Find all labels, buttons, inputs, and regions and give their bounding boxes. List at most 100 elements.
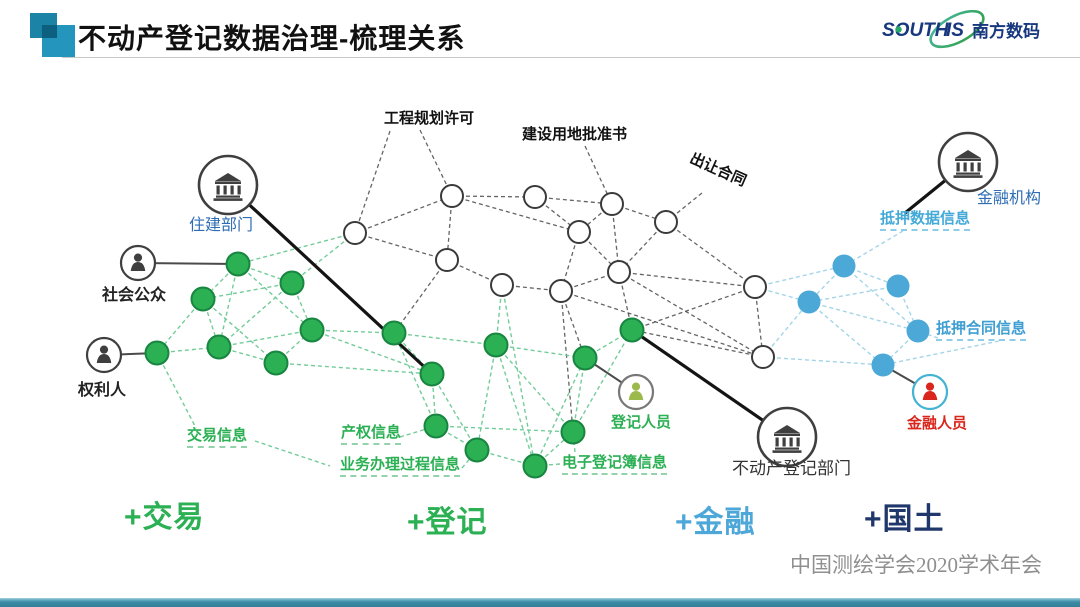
label-construction-dept: 住建部门 [189, 217, 254, 234]
finance-node [906, 319, 930, 343]
logo-dot-icon [895, 26, 902, 33]
network-edge [631, 329, 764, 358]
registration-node [572, 345, 598, 371]
label-eregister-info: 电子登记簿信息 [562, 454, 668, 476]
network-edge [393, 259, 448, 334]
registration-node [206, 334, 232, 360]
network-edge [354, 232, 448, 261]
network-edge [501, 284, 536, 467]
registration-node [190, 286, 216, 312]
network-edge [431, 373, 478, 451]
finance-node [797, 290, 821, 314]
network-edge [393, 332, 437, 427]
finance-node [832, 254, 856, 278]
label-mortgage-data: 抵押数据信息 [880, 210, 971, 232]
network-edge [393, 332, 497, 346]
right-holder-person-icon [85, 336, 123, 374]
document-node [343, 221, 367, 245]
network-edge [618, 271, 764, 358]
registration-node [263, 350, 289, 376]
logo-text-cn: 南方数码 [972, 21, 1040, 41]
label-land-approval: 建设用地批准书 [522, 126, 628, 143]
registration-node [225, 251, 251, 277]
document-node [654, 210, 678, 234]
network-edge [882, 340, 1000, 366]
network-edge [808, 301, 884, 366]
network-edge [435, 425, 574, 433]
network-edge [419, 129, 453, 197]
network-edge [354, 130, 391, 234]
network-edge [218, 263, 239, 348]
label-financial-institution: 金融机构 [977, 190, 1042, 207]
registration-node [464, 437, 490, 463]
network-edge [572, 357, 586, 433]
logo-text-south: SOUTH [882, 20, 950, 41]
network-edge [354, 195, 453, 234]
network-edge [808, 301, 919, 332]
label-public: 社会公众 [102, 287, 167, 304]
financial-staff-person-icon [911, 373, 949, 411]
network-edge [572, 329, 633, 433]
document-node [607, 260, 631, 284]
network-edge [202, 282, 293, 300]
finance-node [886, 274, 910, 298]
network-edge [202, 298, 277, 364]
document-node [751, 345, 775, 369]
document-node [600, 192, 624, 216]
title-decoration-square-overlap [42, 25, 57, 38]
document-node [440, 184, 464, 208]
label-planning-permit: 工程规划许可 [384, 110, 475, 127]
network-edge [495, 344, 536, 467]
label-right-holder: 权利人 [78, 382, 127, 399]
bottom-accent-bar [0, 598, 1080, 607]
logo-text-is: IS [946, 20, 964, 41]
conference-title: 中国测绘学会2020学术年会 [790, 553, 1042, 577]
registration-node [619, 317, 645, 343]
registration-node [381, 320, 407, 346]
company-logo-graphic: SOUTH IS 南方数码 [882, 9, 1040, 49]
legend-plus-trade: +交易 [124, 501, 205, 534]
document-node [490, 273, 514, 297]
network-edge [584, 145, 613, 205]
network-edge [461, 449, 478, 469]
registration-node [483, 332, 509, 358]
construction-dept-bank-icon [197, 154, 259, 216]
network-edge [476, 344, 497, 451]
network-edge [534, 196, 613, 205]
label-transaction-info: 交易信息 [187, 427, 248, 449]
public-person-icon [119, 244, 157, 282]
finance-node [871, 353, 895, 377]
registrar-person-icon [617, 373, 655, 411]
label-realestate-dept: 不动产登记部门 [732, 459, 851, 478]
header-divider [62, 57, 1080, 58]
network-edge [156, 352, 197, 429]
connector-line [631, 328, 788, 439]
document-node [567, 220, 591, 244]
registration-node [522, 453, 548, 479]
document-node [435, 248, 459, 272]
network-edge [808, 285, 899, 303]
registration-node [144, 340, 170, 366]
network-edge [311, 329, 433, 375]
network-edge [560, 290, 574, 433]
network-edge [237, 232, 356, 265]
registration-node [299, 317, 325, 343]
network-edge [534, 357, 586, 467]
registration-node [279, 270, 305, 296]
network-edge [218, 282, 293, 348]
network-edge [218, 329, 313, 348]
document-node [743, 275, 767, 299]
network-edge [451, 195, 580, 233]
network-edge [275, 362, 433, 375]
network-edge [631, 286, 756, 331]
network-edge [762, 301, 810, 358]
page-title: 不动产登记数据治理-梳理关系 [78, 23, 466, 54]
network-edge [560, 290, 764, 358]
legend-plus-register: +登记 [407, 506, 488, 539]
network-edge [254, 440, 331, 467]
network-edge [754, 265, 845, 288]
label-mortgage-contract: 抵押合同信息 [936, 320, 1027, 342]
network-edge [762, 356, 884, 366]
